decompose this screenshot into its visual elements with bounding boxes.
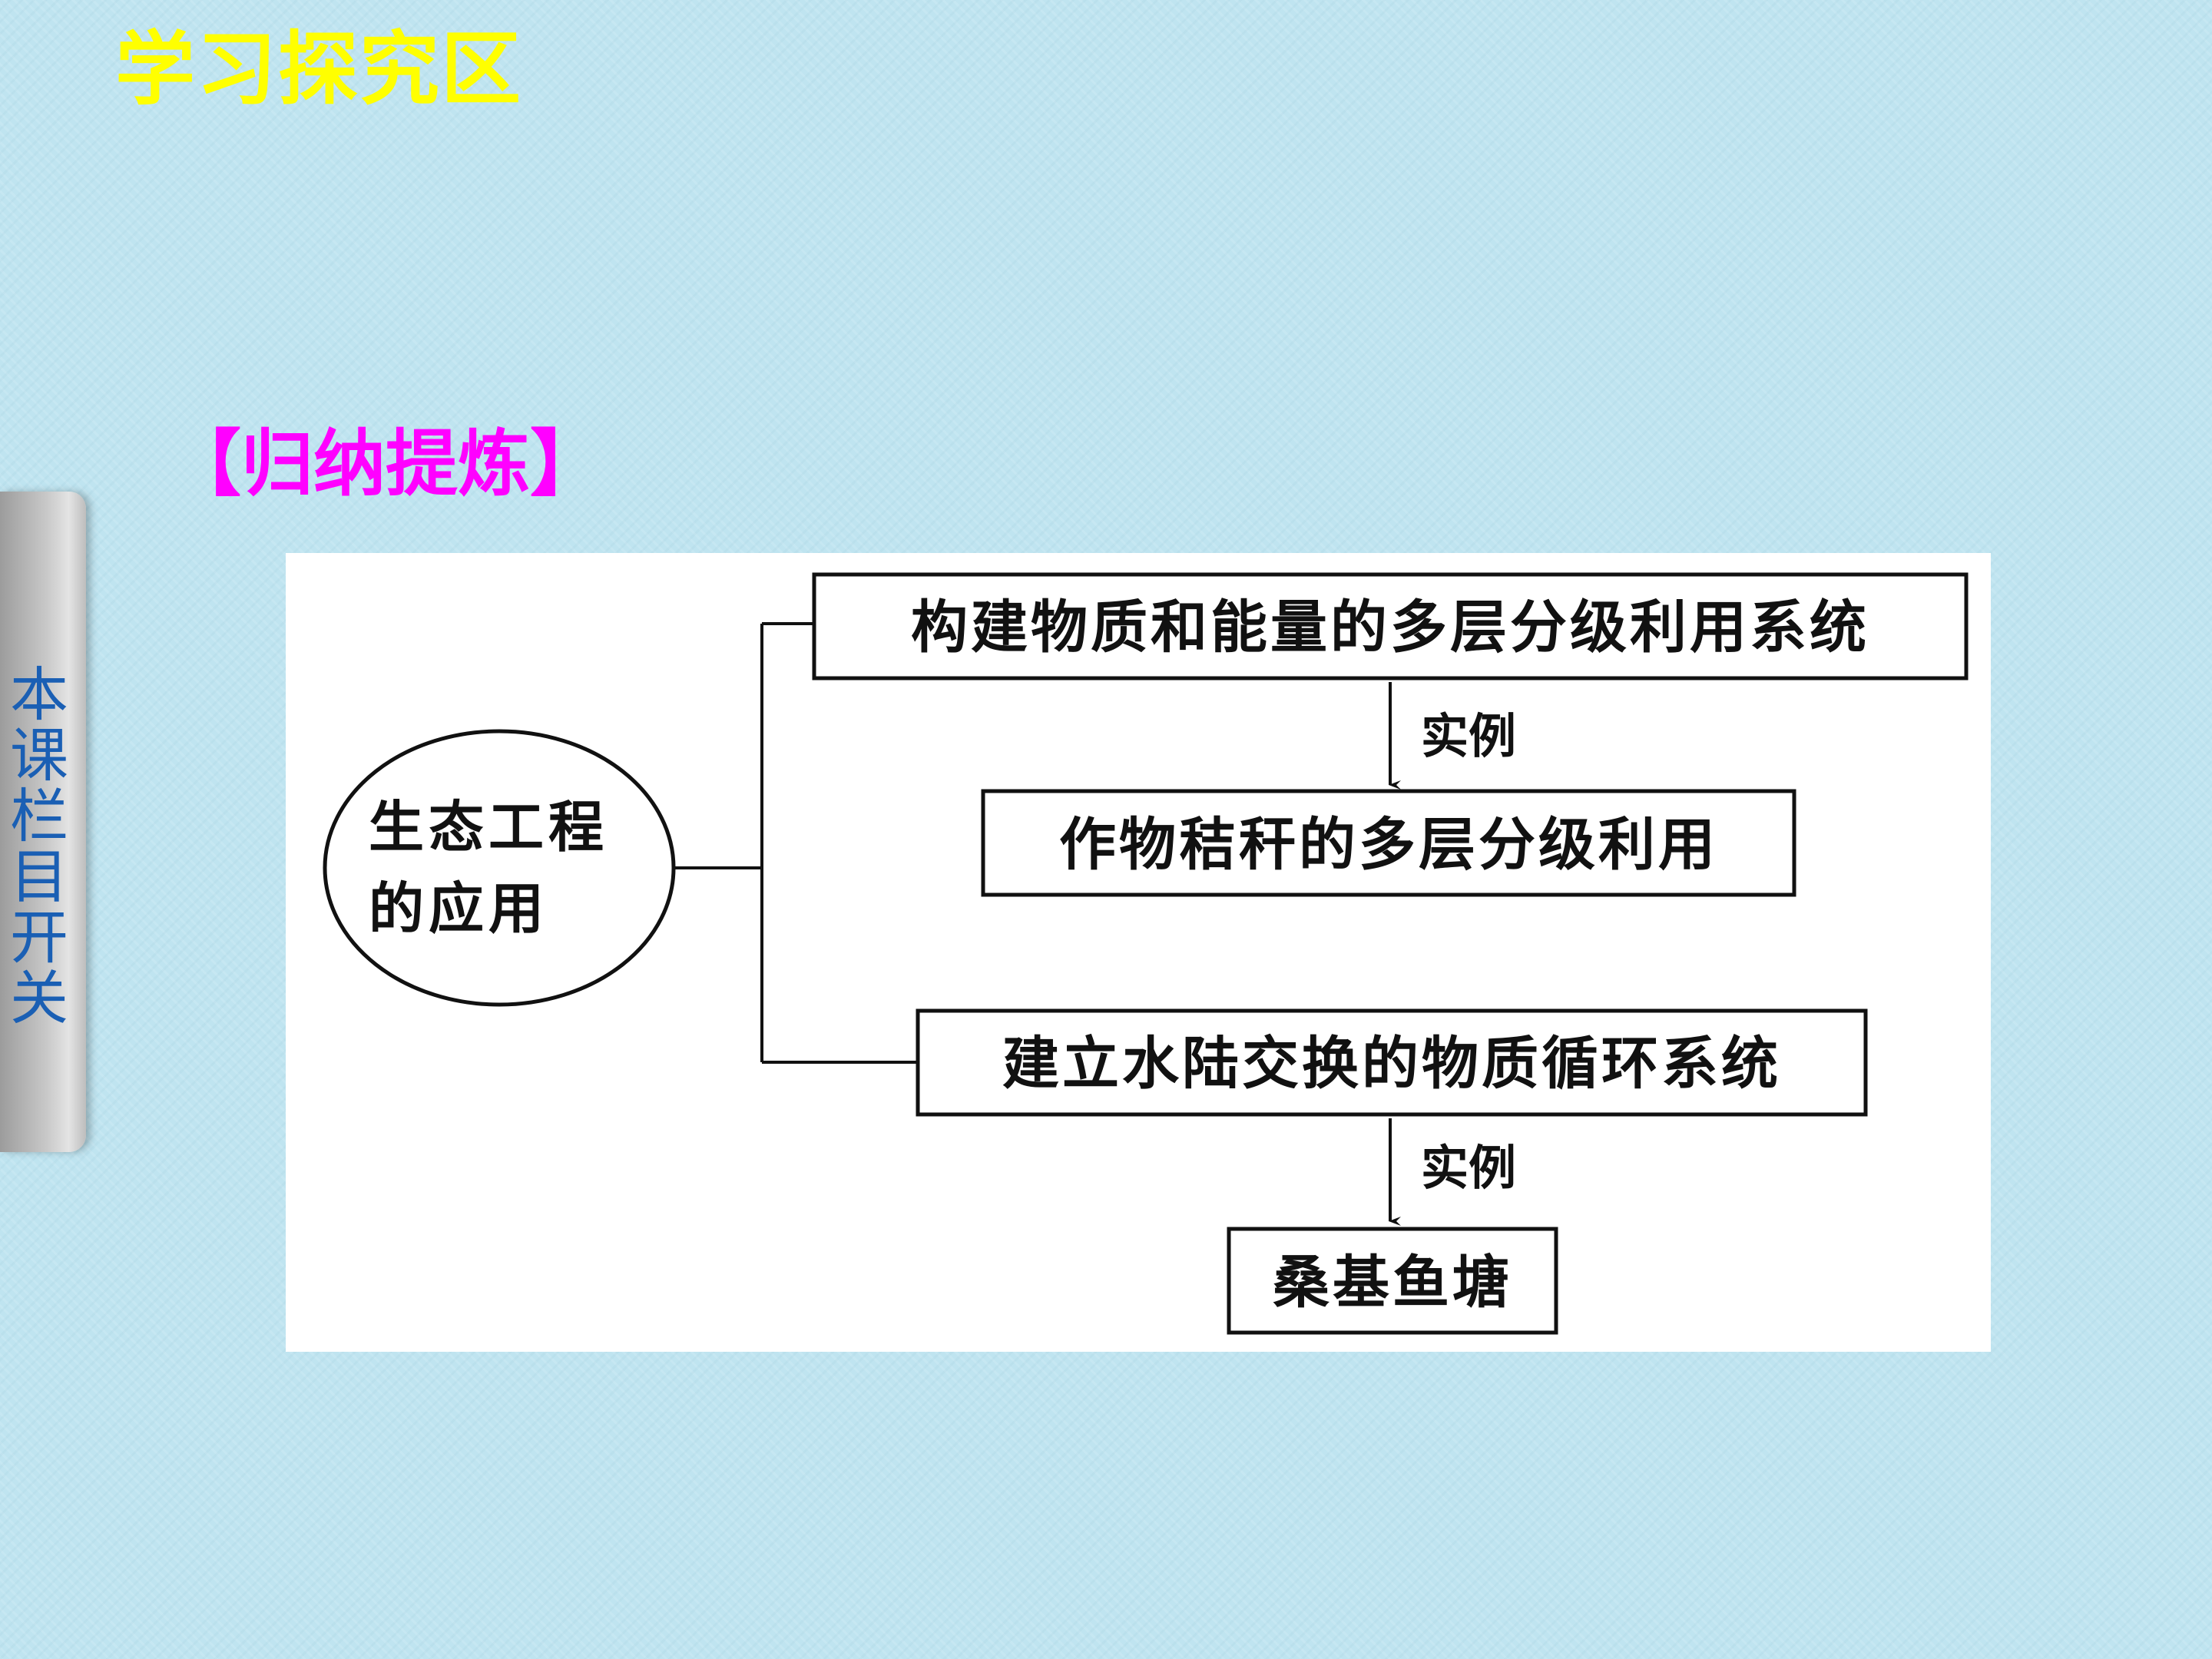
concept-diagram: 生态工程 的应用 构建物质和能量的多层分级利用系统 实例 作物秸秆的多层分级利用…	[323, 572, 1969, 1335]
summary-heading: 【归纳提炼】	[169, 422, 603, 506]
branch2-system-box	[916, 1008, 1868, 1117]
branch1-example-box	[981, 789, 1796, 897]
branch2-example-box	[1227, 1227, 1558, 1335]
course-navigation-toggle-label: 本课栏目开关	[10, 661, 68, 1032]
concept-diagram-panel: 生态工程 的应用 构建物质和能量的多层分级利用系统 实例 作物秸秆的多层分级利用…	[286, 553, 1991, 1352]
center-node-line2: 的应用	[369, 876, 548, 941]
branch2-arrow-label: 实例	[1421, 1140, 1516, 1196]
center-node-ellipse	[323, 729, 676, 1007]
branch1-example-text: 作物秸秆的多层分级利用	[1059, 812, 1718, 878]
center-node-line1: 生态工程	[369, 794, 608, 859]
section-title: 学习探究区	[115, 22, 523, 116]
branch2-example-text: 桑基鱼塘	[1273, 1250, 1512, 1316]
branch1-system-text: 构建物质和能量的多层分级利用系统	[911, 594, 1869, 661]
branch1-arrow-label: 实例	[1421, 708, 1516, 764]
branch1-system-box	[812, 572, 1969, 680]
branch2-system-text: 建立水陆交换的物质循环系统	[1002, 1031, 1781, 1097]
course-navigation-toggle[interactable]: 本课栏目开关	[0, 492, 86, 1152]
